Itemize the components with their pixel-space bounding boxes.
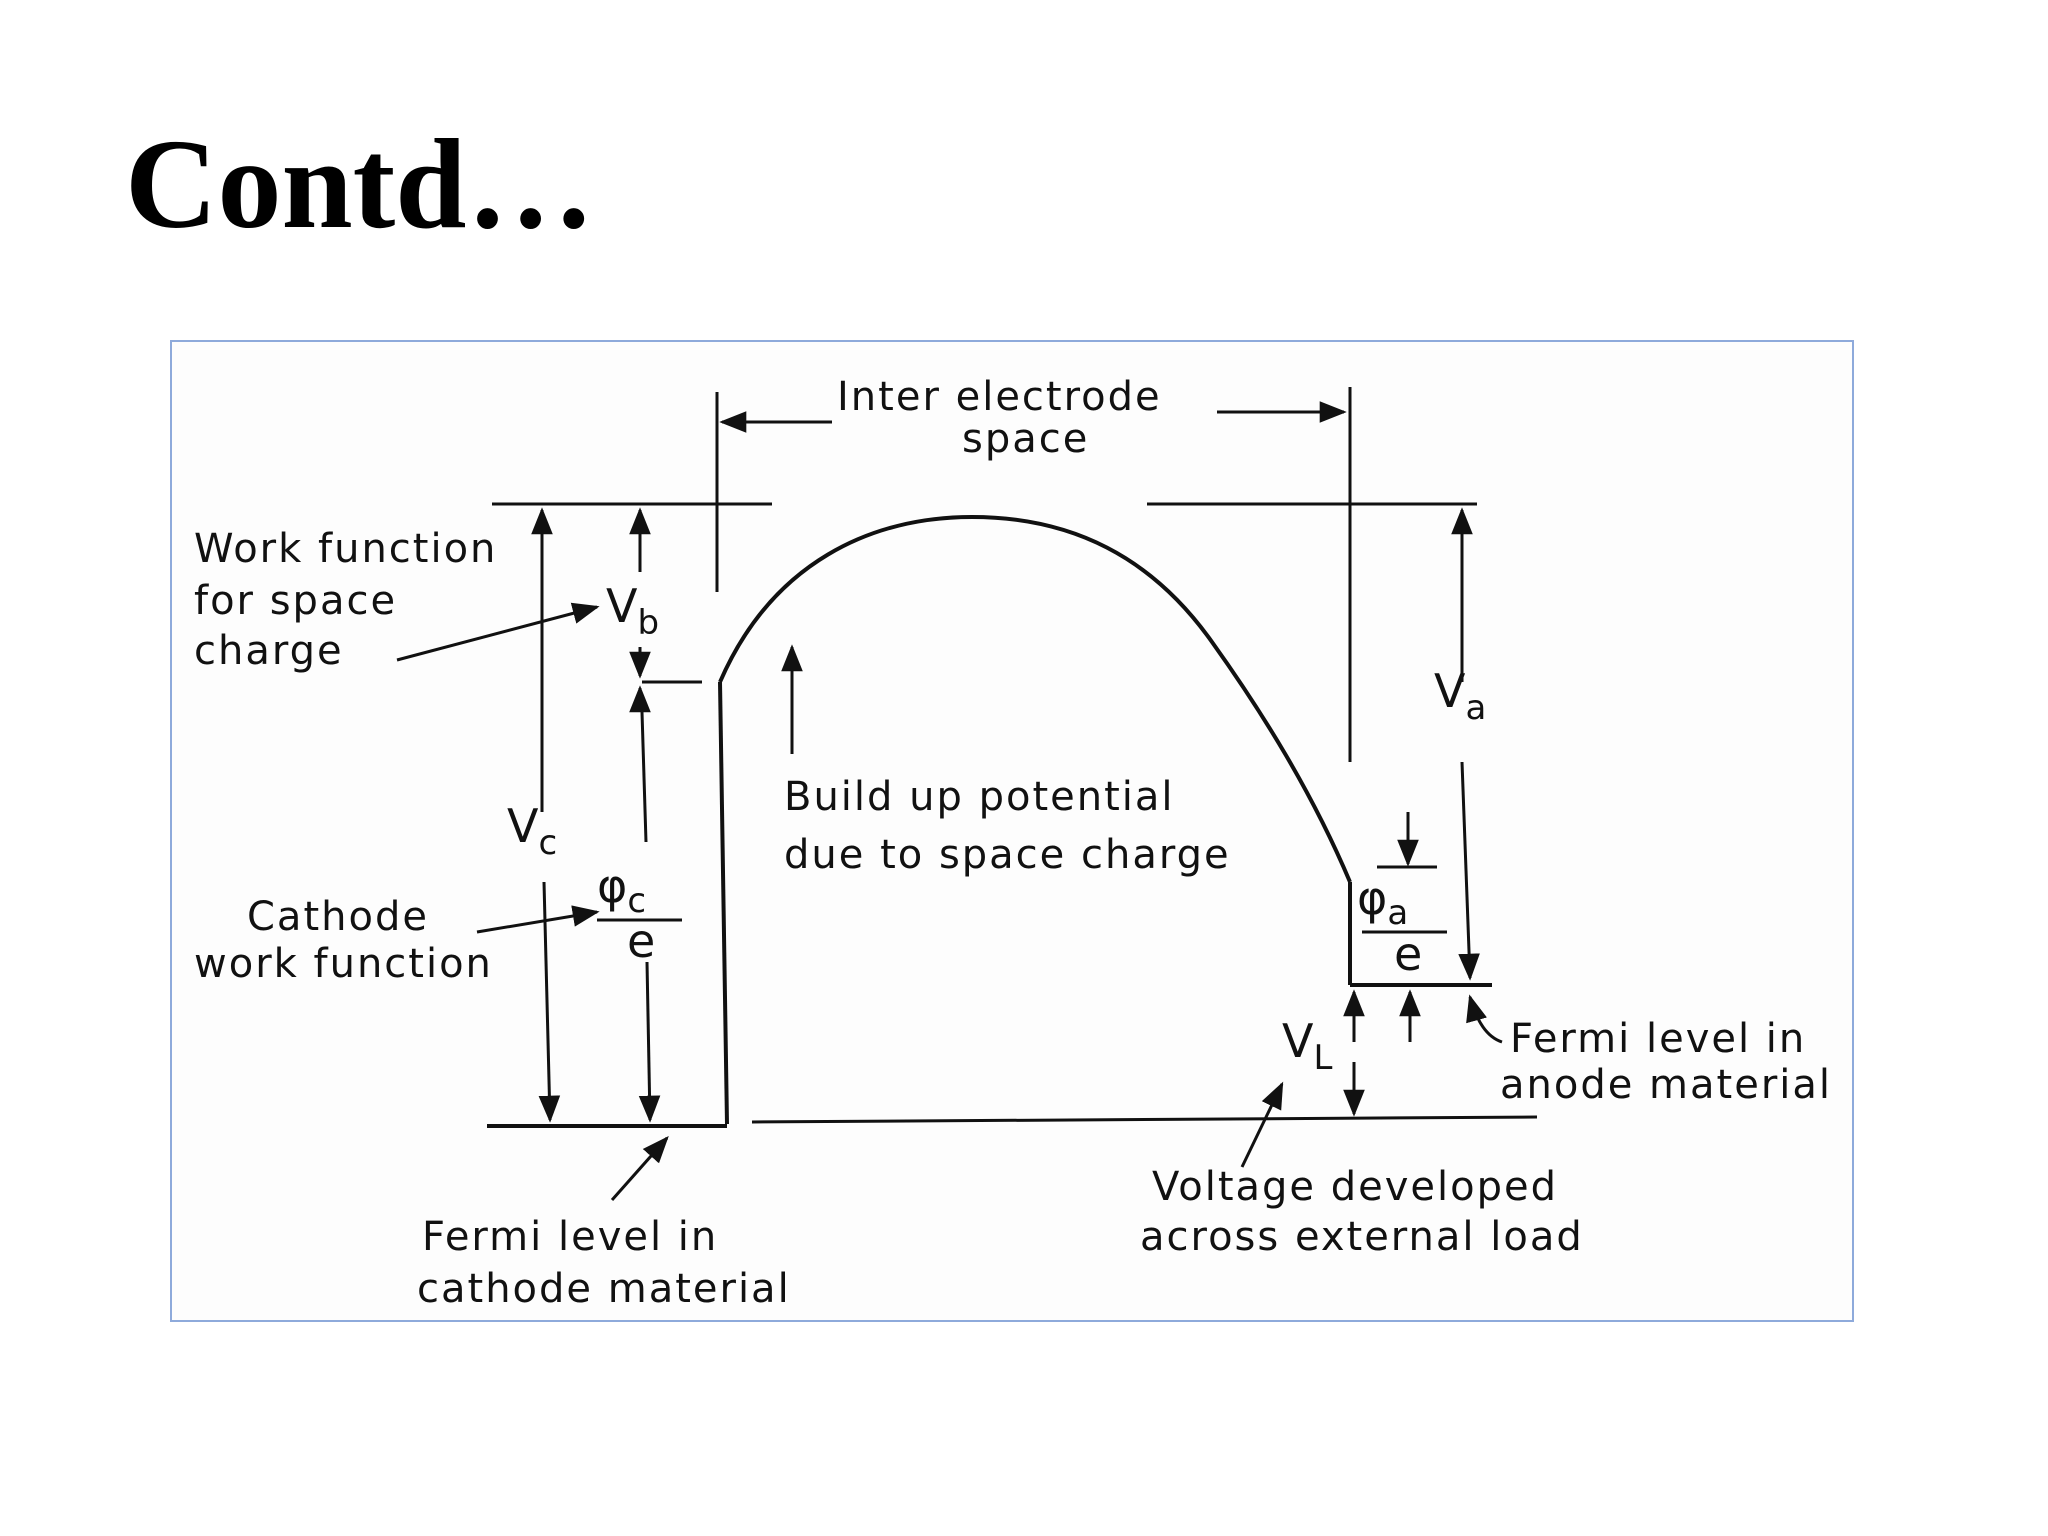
space-charge-wf-label-1: Work function <box>194 526 497 572</box>
fermi-cathode-pointer <box>610 1135 669 1201</box>
energy-diagram: Inter electrode space Vc <box>194 374 1832 1312</box>
fermi-anode-label-2: anode material <box>1500 1062 1832 1108</box>
phi-c-numerator: φc <box>597 859 646 921</box>
vc-arrow-down <box>538 881 561 1123</box>
space-charge-wf-label-2: for space <box>194 578 397 624</box>
phi-c-arrow-lower <box>638 961 661 1123</box>
va-symbol: Va <box>1434 664 1486 728</box>
cathode-wf-pointer <box>476 905 600 934</box>
load-voltage-label-2: across external load <box>1140 1214 1584 1260</box>
cathode-wf-label-2: work function <box>194 941 493 987</box>
va-arrow-down <box>1458 761 1480 981</box>
fermi-anode-label-1: Fermi level in <box>1510 1016 1806 1062</box>
cathode-edge <box>718 681 729 1125</box>
phi-a-numerator: φa <box>1357 871 1408 933</box>
fermi-cathode-label-1: Fermi level in <box>422 1214 718 1260</box>
load-voltage-label-1: Voltage developed <box>1152 1164 1558 1210</box>
phi-a-denominator: e <box>1394 927 1422 981</box>
inter-electrode-label-1: Inter electrode <box>837 374 1162 420</box>
vb-symbol: Vb <box>606 579 659 643</box>
potential-barrier-curve <box>718 514 1352 883</box>
vl-symbol: VL <box>1282 1014 1332 1078</box>
diagram-frame: Inter electrode space Vc <box>170 340 1854 1322</box>
buildup-label-1: Build up potential <box>784 774 1175 820</box>
load-voltage-pointer <box>1240 1081 1284 1168</box>
fermi-anode-pointer <box>1466 994 1503 1044</box>
buildup-label-2: due to space charge <box>784 832 1231 878</box>
base-line-right <box>751 1115 1538 1124</box>
vc-symbol: Vc <box>507 799 557 863</box>
fermi-cathode-label-2: cathode material <box>417 1266 791 1312</box>
space-charge-wf-label-3: charge <box>194 628 344 674</box>
slide-title: Contd… <box>125 113 595 255</box>
inter-electrode-label-2: space <box>962 416 1089 462</box>
cathode-wf-label-1: Cathode <box>247 894 429 940</box>
phi-c-denominator: e <box>627 914 655 968</box>
space-charge-wf-pointer <box>396 602 600 662</box>
phi-c-arrow-down <box>640 711 648 843</box>
